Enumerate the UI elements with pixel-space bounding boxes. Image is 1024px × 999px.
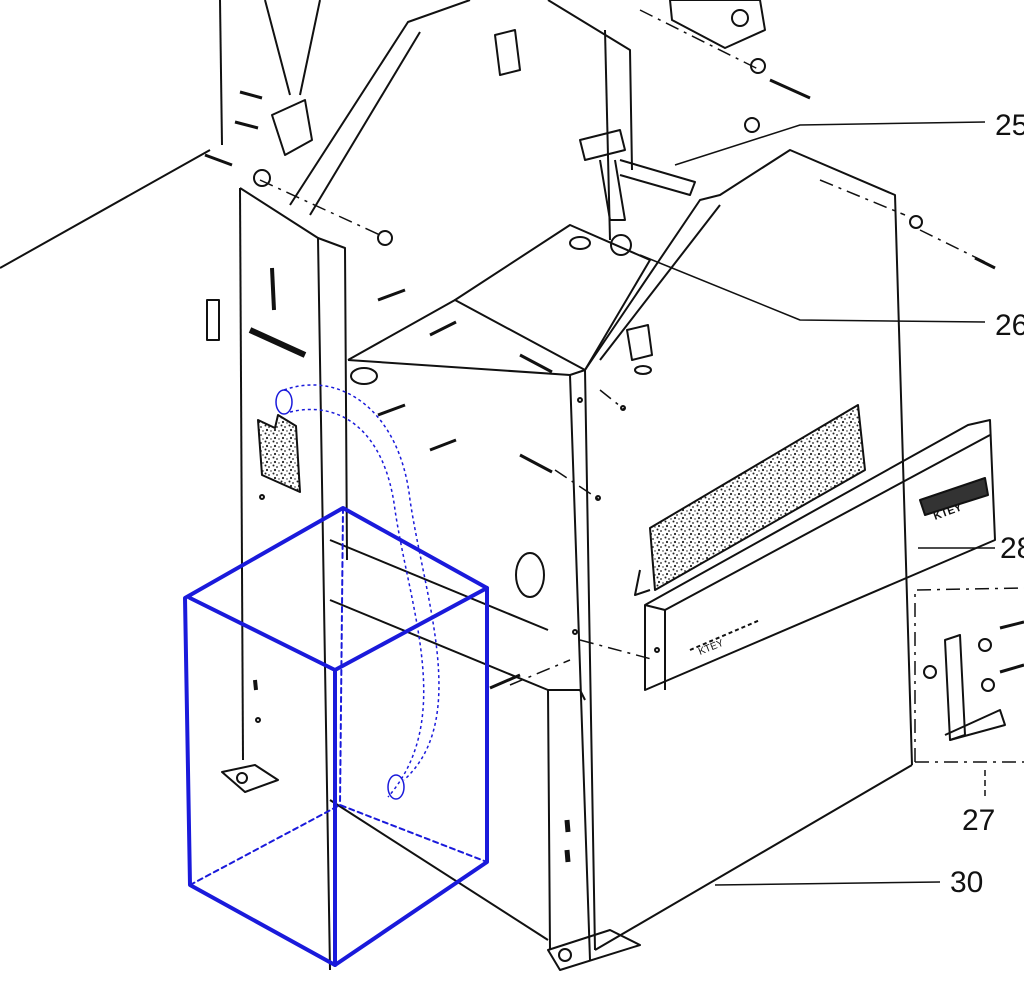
callout-27: 27 [962,804,995,837]
highlighted-container-box [183,506,489,967]
callout-30: 30 [950,866,983,899]
callout-28: 28 [1000,532,1024,565]
highlighted-tube [275,384,440,800]
callout-25: 25 [995,109,1024,142]
callout-26: 26 [995,309,1024,342]
cabinet-assembly [0,0,1024,971]
